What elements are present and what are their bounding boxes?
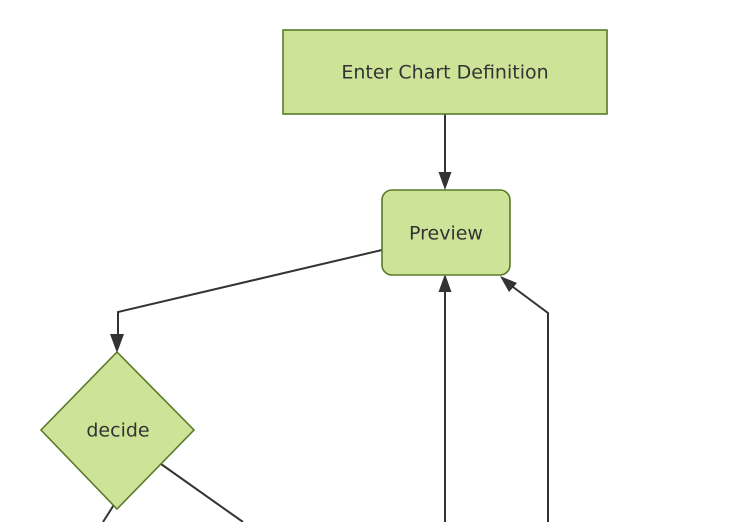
arrow-head-icon	[500, 276, 517, 292]
arrow-head-icon	[438, 274, 452, 292]
node-enter-chart-definition[interactable]: Enter Chart Definition	[282, 29, 608, 115]
edge-preview-to-decide	[110, 249, 383, 353]
node-shape-diamond[interactable]	[39, 350, 196, 511]
node-shape-rectangle[interactable]	[282, 29, 608, 115]
arrow-head-icon	[110, 334, 124, 353]
edge-enter-to-preview	[438, 114, 452, 190]
edge-line	[508, 283, 549, 522]
node-label-enter-chart-definition: Enter Chart Definition	[341, 62, 548, 84]
node-label-preview: Preview	[409, 223, 483, 245]
edge-decide-out-right	[160, 463, 244, 522]
node-decide[interactable]: decide	[39, 350, 196, 511]
edge-offscreen-to-preview-right	[500, 276, 549, 522]
edge-line	[160, 463, 244, 522]
node-shape-rounded-rectangle[interactable]	[381, 189, 511, 276]
node-label-decide: decide	[86, 420, 149, 442]
edge-line	[117, 249, 383, 342]
node-preview[interactable]: Preview	[381, 189, 511, 276]
edge-offscreen-to-preview-center	[438, 274, 452, 522]
arrow-head-icon	[438, 172, 452, 190]
